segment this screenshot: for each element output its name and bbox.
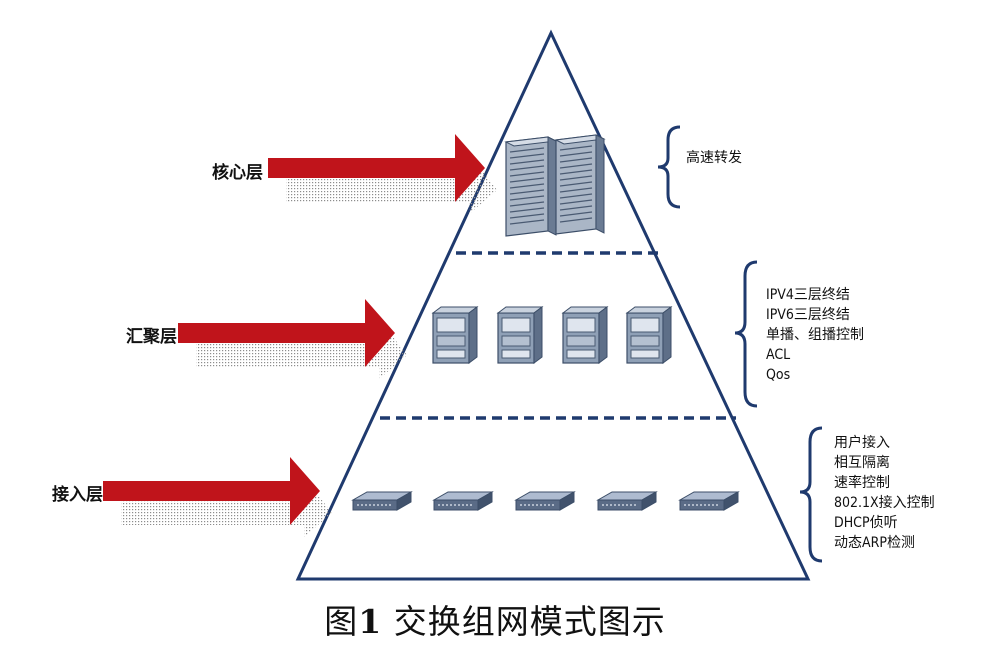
feature-item: DHCP侦听: [834, 515, 898, 531]
pyramid-outline: [295, 29, 811, 581]
core-features-list: 高速转发: [686, 148, 742, 168]
feature-item: 相互隔离: [834, 455, 890, 471]
aggregation-features-brace: [734, 260, 758, 408]
access-switch-2: [432, 491, 494, 511]
access-switch-3: [514, 491, 576, 511]
caption-number: 1: [358, 602, 383, 641]
feature-item: 用户接入: [834, 435, 890, 451]
feature-item: IPV4三层终结: [766, 287, 850, 303]
core-layer-arrow: [268, 134, 497, 214]
aggregation-switch-3: [561, 306, 609, 364]
feature-item: 动态ARP检测: [834, 535, 915, 551]
access-features-brace: [799, 426, 823, 563]
access-layer-label: 接入层: [52, 485, 103, 505]
feature-item: ACL: [766, 347, 791, 363]
access-features-list: 用户接入 相互隔离 速率控制 802.1X接入控制 DHCP侦听 动态ARP检测: [834, 433, 935, 553]
core-switch-rack-1: [504, 136, 558, 237]
core-layer-label: 核心层: [212, 163, 263, 183]
core-features-brace: [657, 125, 681, 209]
caption-text: 交换组网模式图示: [393, 602, 666, 641]
access-switch-1: [351, 491, 413, 511]
core-switch-rack-2: [554, 134, 606, 235]
aggregation-switch-1: [431, 306, 479, 364]
figure-caption: 图1 交换组网模式图示: [0, 595, 990, 643]
feature-item: IPV6三层终结: [766, 307, 850, 323]
feature-item: 高速转发: [686, 150, 742, 166]
feature-item: 单播、组播控制: [766, 327, 864, 343]
aggregation-layer-label: 汇聚层: [126, 327, 177, 347]
access-layer-arrow: [103, 457, 332, 537]
caption-prefix: 图: [324, 602, 359, 641]
aggregation-switch-2: [496, 306, 544, 364]
aggregation-layer-arrow: [178, 299, 407, 379]
feature-item: 802.1X接入控制: [834, 495, 935, 511]
access-switch-4: [596, 491, 658, 511]
aggregation-features-list: IPV4三层终结 IPV6三层终结 单播、组播控制 ACL Qos: [766, 285, 864, 385]
access-switch-5: [678, 491, 740, 511]
aggregation-switch-4: [625, 306, 673, 364]
feature-item: Qos: [766, 367, 791, 383]
feature-item: 速率控制: [834, 475, 890, 491]
